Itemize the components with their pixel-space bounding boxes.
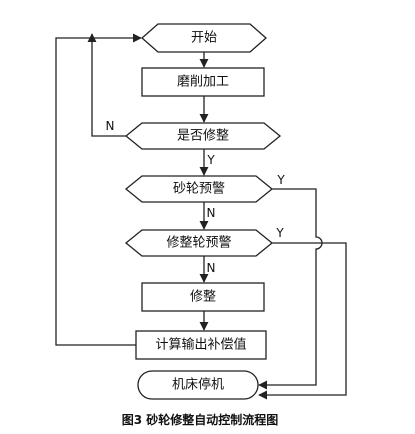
dress-node: 修整	[141, 282, 265, 312]
stop-node: 机床停机	[137, 370, 259, 400]
figure-caption: 图3 砂轮修整自动控制流程图	[122, 412, 279, 427]
edge-label-dress-check-no: N	[106, 119, 115, 133]
edge-label-wheel-warning-no: N	[207, 206, 216, 220]
edge-label-dress-wheel-warning-no: N	[207, 261, 216, 275]
dress-node-label: 修整	[190, 290, 216, 305]
edge-label-dress-wheel-warning-yes: Y	[275, 226, 284, 240]
compensation-node: 计算输出补偿值	[135, 330, 267, 360]
edge-dress-wheel-warning-yes-to-stop	[258, 242, 347, 400]
wheel-warning-node-label: 砂轮预警	[173, 181, 225, 197]
grinding-node: 磨削加工	[141, 67, 265, 97]
edge-label-wheel-warning-yes: Y	[276, 173, 285, 187]
edge-wheel-warning-yes-to-stop	[258, 188, 323, 390]
grinding-node-label: 磨削加工	[177, 75, 229, 90]
dress-check-node-label: 是否修整	[177, 129, 229, 144]
edge-label-dress-check-yes: Y	[206, 153, 215, 167]
start-node: 开始	[141, 23, 267, 53]
start-node-label: 开始	[191, 31, 217, 46]
wheel-warning-node: 砂轮预警	[124, 175, 274, 203]
edge-dress-check-no-loop	[87, 33, 126, 137]
dress-check-node: 是否修整	[124, 122, 282, 150]
compensation-node-label: 计算输出补偿值	[155, 337, 246, 353]
stop-node-label: 机床停机	[172, 377, 224, 393]
dress-wheel-warning-node: 修整轮预警	[124, 229, 274, 257]
edge-compensation-loop-to-start	[55, 33, 142, 346]
dress-wheel-warning-node-label: 修整轮预警	[166, 235, 231, 251]
